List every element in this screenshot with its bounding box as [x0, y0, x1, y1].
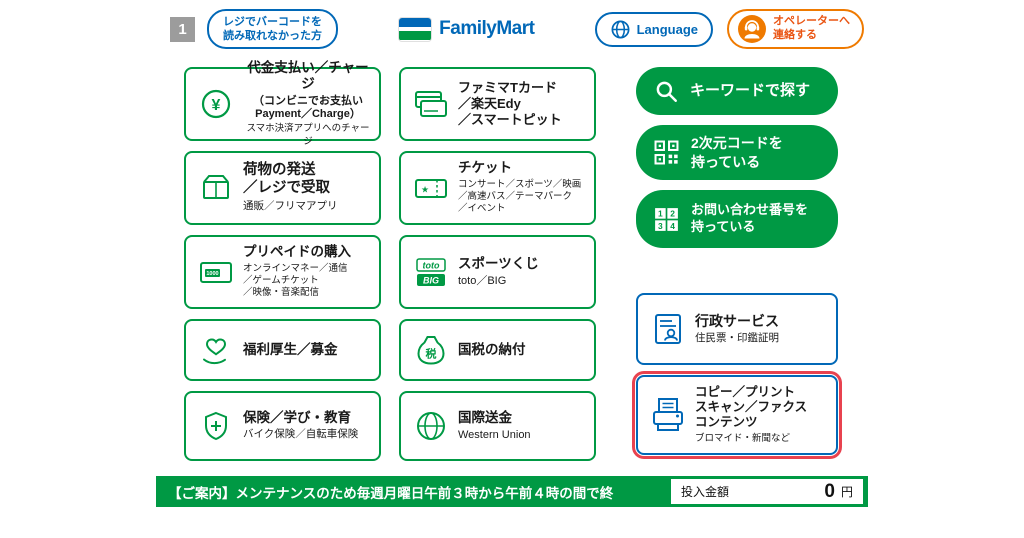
keyword-search-label: キーワードで探す [690, 82, 811, 100]
svg-text:税: 税 [426, 347, 437, 361]
famiport-kiosk-screen: 1 レジでバーコードを 読み取れなかった方 FamilyMart Languag… [156, 0, 868, 507]
tcard-edy-smartpit-button[interactable]: ファミマTカード ／楽天Edy ／スマートピット [399, 67, 596, 141]
svg-text:★: ★ [421, 185, 429, 195]
yen-circle-icon: ¥ [194, 84, 238, 124]
amount-label: 投入金額 [681, 485, 730, 499]
toto-big-icon: toto BIG [409, 252, 453, 292]
language-button[interactable]: Language [594, 11, 713, 47]
operator-contact-button[interactable]: オペレーターへ 連絡する [727, 9, 864, 49]
familymart-logo: FamilyMart [398, 16, 535, 42]
insurance-education-button[interactable]: 保険／学び・教育 バイク保険／自転車保険 [184, 391, 381, 461]
national-tax-button[interactable]: 税 国税の納付 [399, 319, 596, 381]
card-title: チケット [458, 160, 512, 176]
copy-print-button[interactable]: コピー／プリント スキャン／ファクス コンテンツ ブロマイド・新聞など [636, 375, 838, 455]
qr-code-icon [654, 140, 679, 165]
footer-bar: 【ご案内】メンテナンスのため毎週月曜日午前３時から午前４時の間で終 投入金額 0… [156, 476, 868, 507]
operator-label: オペレーターへ 連絡する [773, 15, 850, 41]
familymart-logo-icon [398, 16, 433, 42]
menu-column-2: ファミマTカード ／楽天Edy ／スマートピット ★ チケット コンサート／スポ… [399, 67, 596, 461]
card-note: Western Union [458, 429, 531, 442]
international-remittance-button[interactable]: 国際送金 Western Union [399, 391, 596, 461]
ticket-icon: ★ [409, 168, 453, 208]
globe-icon [611, 20, 630, 38]
payment-charge-button[interactable]: ¥ 代金支払い／チャージ （コンビニでお支払い Payment／Charge） … [184, 60, 381, 147]
card-note: 住民票・印鑑証明 [695, 331, 779, 344]
keyword-search-button[interactable]: キーワードで探す [636, 67, 838, 115]
document-person-icon [646, 309, 690, 349]
card-title: 代金支払い／チャージ [247, 60, 369, 92]
ticket-button[interactable]: ★ チケット コンサート／スポーツ／映画 ／高速バス／テーマパーク ／イベント [399, 151, 596, 225]
svg-text:2: 2 [670, 208, 675, 218]
maintenance-notice: 【ご案内】メンテナンスのため毎週月曜日午前３時から午前４時の間で終 [168, 485, 614, 501]
amount-unit: 円 [840, 485, 853, 499]
column-spacer [636, 258, 838, 283]
copier-icon [646, 395, 690, 435]
number-pad-icon: 1 2 3 4 [655, 207, 678, 231]
operator-headset-icon [738, 15, 766, 43]
menu-column-3: キーワードで探す 2次元コードを 持っている [636, 67, 838, 461]
card-note: コンサート／スポーツ／映画 ／高速バス／テーマパーク ／イベント [458, 178, 582, 215]
card-title: 国税の納付 [458, 341, 526, 357]
prepaid-purchase-button[interactable]: 1000 プリペイドの購入 オンラインマネー／通信 ／ゲームチケット ／映像・音… [184, 235, 381, 309]
svg-text:1: 1 [658, 208, 663, 218]
menu-column-1: ¥ 代金支払い／チャージ （コンビニでお支払い Payment／Charge） … [184, 60, 381, 461]
globe-money-icon [409, 406, 453, 446]
welfare-donation-button[interactable]: 福利厚生／募金 [184, 319, 381, 381]
svg-text:1000: 1000 [206, 271, 218, 277]
card-subtitle: （コンビニでお支払い Payment／Charge） [253, 94, 363, 121]
card-note: スマホ決済アプリへのチャージ [246, 123, 370, 147]
inquiry-number-button[interactable]: 1 2 3 4 お問い合わせ番号を 持っている [636, 190, 838, 248]
card-title: コピー／プリント スキャン／ファクス コンテンツ [695, 384, 808, 430]
heart-hand-icon [194, 330, 238, 370]
card-title: スポーツくじ [458, 255, 539, 271]
barcode-help-button[interactable]: レジでバーコードを 読み取れなかった方 [207, 8, 338, 50]
package-icon [194, 168, 238, 208]
sports-lottery-button[interactable]: toto BIG スポーツくじ toto／BIG [399, 235, 596, 309]
government-services-button[interactable]: 行政サービス 住民票・印鑑証明 [636, 293, 838, 365]
card-note: 通販／フリマアプリ [243, 199, 338, 212]
card-title: プリペイドの購入 [243, 244, 351, 260]
svg-text:toto: toto [423, 261, 440, 271]
step-badge: 1 [170, 16, 195, 42]
card-title: 荷物の発送 ／レジで受取 [243, 162, 330, 197]
qr-code-button[interactable]: 2次元コードを 持っている [636, 125, 838, 180]
inquiry-number-label: お問い合わせ番号を 持っている [691, 202, 809, 234]
prepaid-card-icon: 1000 [194, 252, 238, 292]
qr-code-label: 2次元コードを 持っている [691, 135, 783, 170]
card-note: ブロマイド・新聞など [695, 432, 791, 444]
card-title: 福利厚生／募金 [243, 341, 338, 357]
cards-icon [409, 84, 453, 124]
header: 1 レジでバーコードを 読み取れなかった方 FamilyMart Languag… [156, 8, 868, 50]
card-title: 国際送金 [458, 409, 512, 425]
inserted-amount-box: 投入金額 0 円 [671, 479, 863, 504]
barcode-help-label: レジでバーコードを 読み取れなかった方 [223, 15, 322, 42]
svg-text:3: 3 [658, 220, 663, 230]
search-icon [656, 81, 677, 102]
card-note: toto／BIG [458, 275, 507, 288]
svg-text:4: 4 [670, 220, 675, 230]
shield-plus-icon [194, 406, 238, 446]
main-menu: ¥ 代金支払い／チャージ （コンビニでお支払い Payment／Charge） … [156, 60, 868, 461]
amount-value: 0 [824, 480, 835, 502]
language-label: Language [636, 21, 698, 37]
card-note: バイク保険／自転車保険 [243, 428, 359, 441]
card-title: ファミマTカード ／楽天Edy ／スマートピット [458, 80, 562, 127]
card-title: 行政サービス [695, 312, 779, 329]
tax-bag-icon: 税 [409, 330, 453, 370]
card-title: 保険／学び・教育 [243, 409, 351, 425]
svg-text:BIG: BIG [423, 276, 439, 286]
brand-name: FamilyMart [439, 18, 535, 39]
svg-text:¥: ¥ [212, 97, 221, 114]
card-note: オンラインマネー／通信 ／ゲームチケット ／映像・音楽配信 [243, 262, 348, 299]
parcel-shipping-button[interactable]: 荷物の発送 ／レジで受取 通販／フリマアプリ [184, 151, 381, 225]
